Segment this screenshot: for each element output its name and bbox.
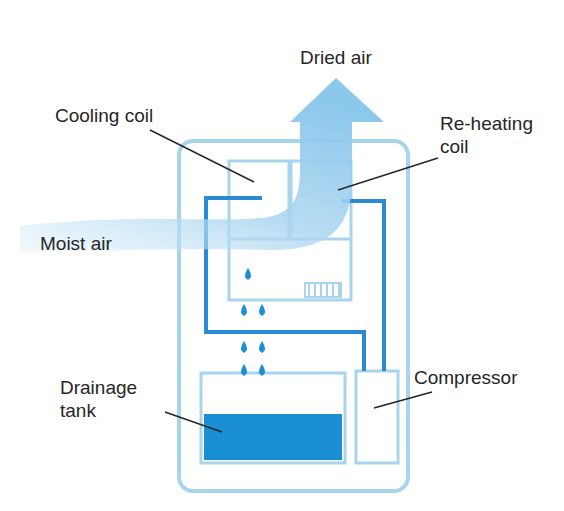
housing: [179, 141, 408, 491]
compressor-label: Compressor: [414, 366, 554, 389]
drainage-tank: [201, 373, 345, 463]
water-drops: [241, 268, 265, 376]
compressor: [356, 371, 398, 463]
leader-lines: [150, 130, 438, 432]
reheating-coil-label: Re-heating coil: [440, 112, 555, 158]
refrigerant-pipe: [341, 201, 384, 371]
moist-air-label: Moist air: [40, 232, 160, 255]
fins: [305, 283, 341, 297]
drainage-tank-label: Drainage tank: [60, 376, 170, 422]
cooling-coil-label: Cooling coil: [55, 104, 195, 127]
water: [204, 414, 342, 460]
air-flow-arrow: [20, 78, 384, 252]
dried-air-label: Dried air: [300, 46, 420, 69]
